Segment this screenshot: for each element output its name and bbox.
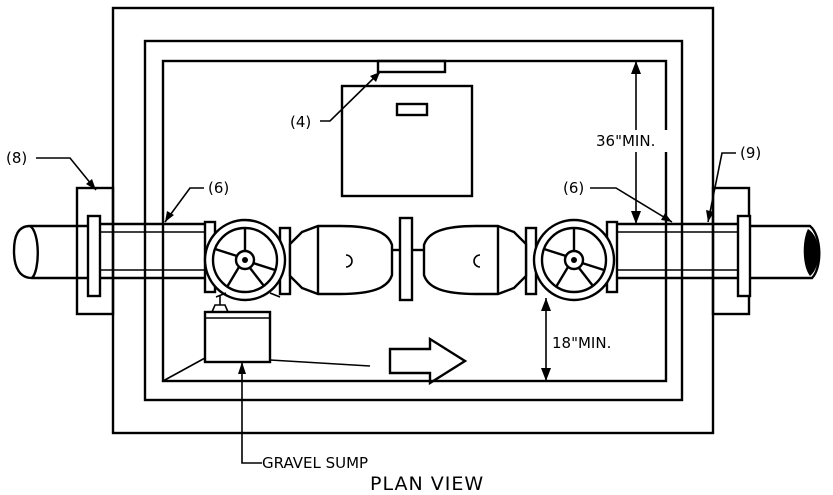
dim-18-label-bg <box>550 332 626 354</box>
callout-6-left: (6) <box>208 179 229 197</box>
left-gate-valve <box>203 218 292 302</box>
left-pipe-flange <box>86 214 102 298</box>
floor-slope-lines <box>162 357 371 382</box>
dim-18-min <box>541 298 551 381</box>
dim-18-label: 18"MIN. <box>552 334 611 352</box>
flow-direction-arrow <box>388 336 468 386</box>
left-inlet-pipe <box>12 224 95 280</box>
callout-8: (8) <box>6 149 27 167</box>
callout-4: (4) <box>290 113 311 131</box>
inner-enclosure-wall <box>143 39 684 402</box>
callout-6-right: (6) <box>563 179 584 197</box>
right-inner-pipe <box>608 222 738 280</box>
callout-9: (9) <box>740 144 761 162</box>
control-box <box>340 59 474 198</box>
center-flange <box>398 216 414 302</box>
right-gate-valve <box>524 218 616 302</box>
right-outlet-pipe <box>750 224 821 280</box>
left-check-valve <box>288 224 394 296</box>
dim-36-label-bg <box>594 130 670 152</box>
plan-view-title: PLAN VIEW <box>370 473 484 495</box>
right-check-valve <box>422 224 528 296</box>
gravel-sump-box <box>203 296 272 364</box>
gravel-sump-label: GRAVEL SUMP <box>262 454 368 472</box>
right-pipe-flange <box>736 214 752 298</box>
dim-36-label: 36"MIN. <box>596 132 655 150</box>
left-inner-pipe <box>100 222 212 280</box>
leader-lines <box>36 71 736 464</box>
